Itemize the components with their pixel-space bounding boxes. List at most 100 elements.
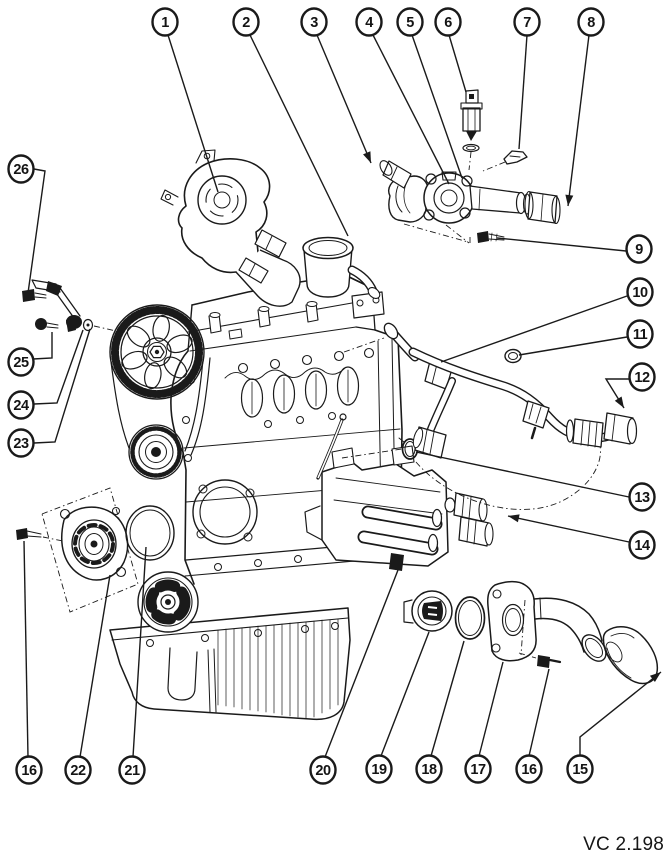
callout-number-4: 4 bbox=[365, 15, 373, 31]
leader-line-22 bbox=[79, 574, 111, 758]
callout-circle-9 bbox=[625, 234, 653, 264]
cylinder-head bbox=[187, 274, 376, 380]
callout-18-17: 18 bbox=[415, 640, 465, 784]
pipe-nut-11 bbox=[504, 348, 522, 364]
callout-16-15: 16 bbox=[515, 668, 550, 784]
crankshaft-pulley bbox=[137, 571, 199, 633]
tensioner-bracket bbox=[22, 279, 117, 332]
callout-circle-6 bbox=[434, 7, 462, 37]
dipstick-tube bbox=[316, 413, 347, 480]
callout-10-9: 10 bbox=[440, 277, 654, 363]
flange-bolt bbox=[537, 655, 550, 668]
callout-number-24: 24 bbox=[13, 398, 29, 414]
arrowhead-15 bbox=[649, 672, 661, 683]
callout-22-21: 22 bbox=[64, 574, 111, 785]
leader-line-13 bbox=[415, 451, 630, 498]
leader-line-15 bbox=[579, 671, 662, 756]
callout-circle-8 bbox=[577, 7, 605, 37]
callout-number-13: 13 bbox=[634, 490, 650, 506]
callout-number-10: 10 bbox=[632, 285, 648, 301]
callout-23-23: 23 bbox=[7, 328, 91, 458]
callout-number-16: 16 bbox=[21, 763, 37, 779]
leader-line-17 bbox=[478, 661, 504, 757]
callout-circle-20 bbox=[309, 755, 337, 785]
outlet-flange bbox=[487, 580, 537, 662]
leader-line-25 bbox=[32, 332, 53, 360]
callout-3-2: 3 bbox=[300, 7, 372, 164]
callout-number-8: 8 bbox=[587, 15, 595, 31]
leader-line-1 bbox=[167, 34, 219, 193]
callout-9-8: 9 bbox=[496, 234, 653, 264]
callout-12-11: 12 bbox=[604, 362, 656, 409]
callout-number-1: 1 bbox=[161, 15, 169, 31]
leader-line-3 bbox=[316, 34, 372, 164]
arrowhead-12 bbox=[614, 396, 624, 408]
thermostat-cap bbox=[388, 175, 429, 223]
callout-number-20: 20 bbox=[315, 763, 331, 779]
leader-line-2 bbox=[249, 34, 349, 237]
callout-circle-18 bbox=[415, 754, 443, 784]
callout-26-26: 26 bbox=[7, 154, 46, 294]
leader-line-16 bbox=[528, 668, 550, 757]
callout-7-6: 7 bbox=[513, 7, 541, 150]
pump-gasket-ring bbox=[125, 505, 175, 561]
callout-8-7: 8 bbox=[565, 7, 605, 207]
thermostat-group bbox=[403, 580, 659, 685]
throttle-body bbox=[160, 149, 301, 307]
leader-line-4 bbox=[372, 34, 450, 185]
heater-valve-housing bbox=[304, 445, 449, 571]
leader-line-8 bbox=[567, 34, 590, 207]
callout-circle-22 bbox=[64, 755, 92, 785]
arrowhead-3 bbox=[363, 151, 371, 163]
arrowhead-8 bbox=[565, 194, 574, 206]
callout-20-19: 20 bbox=[309, 569, 399, 785]
idler-sprocket bbox=[128, 424, 184, 480]
callout-number-18: 18 bbox=[421, 762, 437, 778]
retaining-clip bbox=[503, 150, 528, 165]
callout-number-5: 5 bbox=[406, 15, 414, 31]
oil-filler-neck bbox=[302, 236, 381, 299]
callout-circle-21 bbox=[118, 755, 146, 785]
callout-circle-17 bbox=[464, 754, 492, 784]
timing-belt bbox=[110, 357, 211, 456]
leader-line-21 bbox=[132, 546, 147, 758]
callout-19-18: 19 bbox=[365, 631, 430, 784]
callout-circle-16 bbox=[515, 754, 543, 784]
callout-circle-25 bbox=[7, 347, 35, 377]
callout-circle-15 bbox=[566, 754, 594, 784]
leader-line-24 bbox=[33, 329, 84, 405]
callout-1-0: 1 bbox=[151, 7, 219, 193]
leader-line-20 bbox=[324, 569, 399, 758]
leader-line-16 bbox=[23, 540, 29, 758]
callout-number-21: 21 bbox=[124, 763, 140, 779]
callout-number-22: 22 bbox=[70, 763, 86, 779]
leader-line-14 bbox=[507, 515, 630, 543]
camshaft-sprocket bbox=[109, 304, 205, 400]
callout-circle-7 bbox=[513, 7, 541, 37]
callout-24-24: 24 bbox=[7, 329, 84, 420]
callout-circle-23 bbox=[7, 428, 35, 458]
coolant-pipes bbox=[341, 322, 638, 510]
leader-line-6 bbox=[448, 34, 467, 93]
callout-number-3: 3 bbox=[310, 15, 318, 31]
callout-2-1: 2 bbox=[232, 7, 349, 237]
callout-number-16: 16 bbox=[521, 762, 537, 778]
callout-number-9: 9 bbox=[635, 242, 643, 258]
sensor-washer bbox=[462, 143, 480, 153]
coolant-outlet-housing bbox=[379, 89, 561, 244]
callout-number-15: 15 bbox=[572, 762, 588, 778]
leader-line-26 bbox=[27, 168, 46, 294]
callout-number-25: 25 bbox=[13, 355, 29, 371]
callout-6-5: 6 bbox=[434, 7, 467, 93]
callout-25-25: 25 bbox=[7, 332, 53, 377]
leader-line-23 bbox=[33, 328, 91, 444]
callout-11-10: 11 bbox=[518, 319, 654, 356]
housing-bolt bbox=[477, 231, 489, 243]
callout-17-16: 17 bbox=[464, 661, 504, 784]
callout-4-3: 4 bbox=[355, 7, 450, 185]
leader-line-5 bbox=[411, 34, 463, 179]
callout-circle-13 bbox=[628, 482, 656, 512]
callout-number-19: 19 bbox=[371, 762, 387, 778]
